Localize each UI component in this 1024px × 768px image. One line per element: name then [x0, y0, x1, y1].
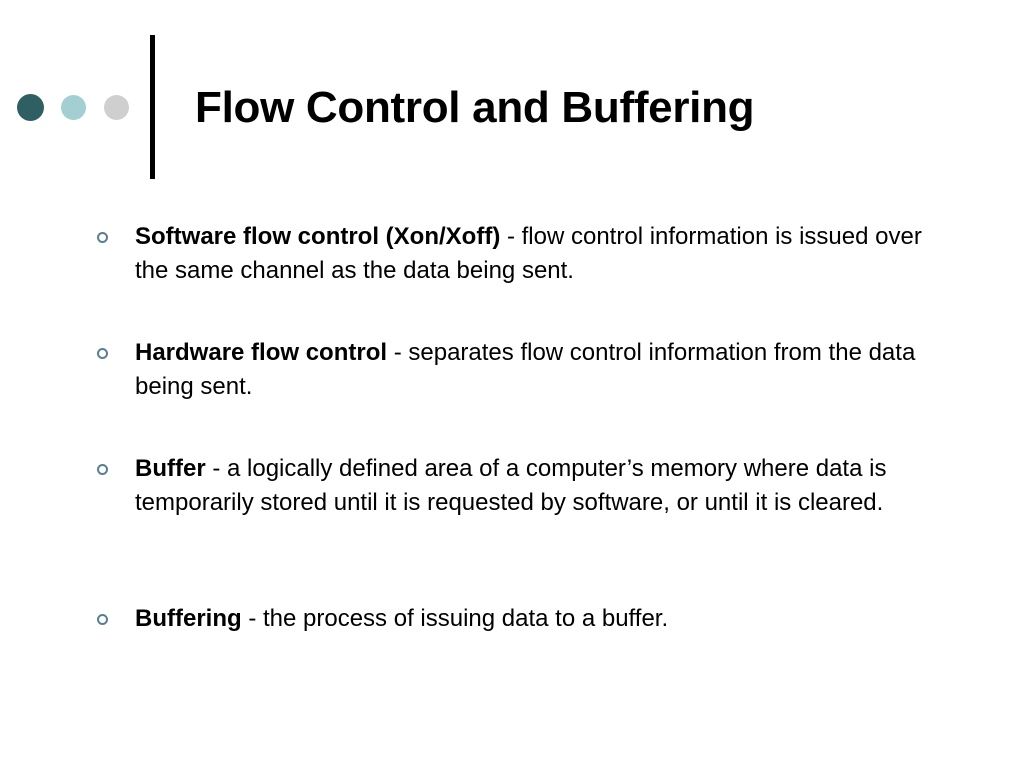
- bullet-term: Buffer: [135, 455, 206, 482]
- bullet-term: Hardware flow control: [135, 339, 388, 366]
- bullet-definition: - flow control information is issued ove…: [135, 223, 922, 284]
- bullet-definition: - the process of issuing data to a buffe…: [241, 605, 669, 632]
- decoration-dot-grey: [104, 95, 129, 120]
- bullet-circle-icon: [97, 614, 108, 625]
- bullet-circle-icon: [97, 464, 108, 475]
- bullet-term: Buffering: [135, 605, 242, 632]
- decoration-dot-dark: [17, 94, 44, 121]
- title-divider: [150, 35, 155, 179]
- decoration-dot-light: [61, 95, 86, 120]
- bullet-term: Software flow control (Xon/Xoff): [135, 223, 501, 250]
- bullet-text: Buffer - a logically defined area of a c…: [135, 452, 935, 520]
- bullet-text: Software flow control (Xon/Xoff) - flow …: [135, 220, 935, 288]
- bullet-definition: - separates flow control information fro…: [135, 339, 916, 400]
- bullet-circle-icon: [97, 232, 108, 243]
- bullet-definition: - a logically defined area of a computer…: [135, 455, 887, 516]
- bullet-circle-icon: [97, 348, 108, 359]
- bullet-text: Buffering - the process of issuing data …: [135, 602, 935, 636]
- bullet-text: Hardware flow control - separates flow c…: [135, 336, 935, 404]
- slide-title: Flow Control and Buffering: [195, 83, 755, 132]
